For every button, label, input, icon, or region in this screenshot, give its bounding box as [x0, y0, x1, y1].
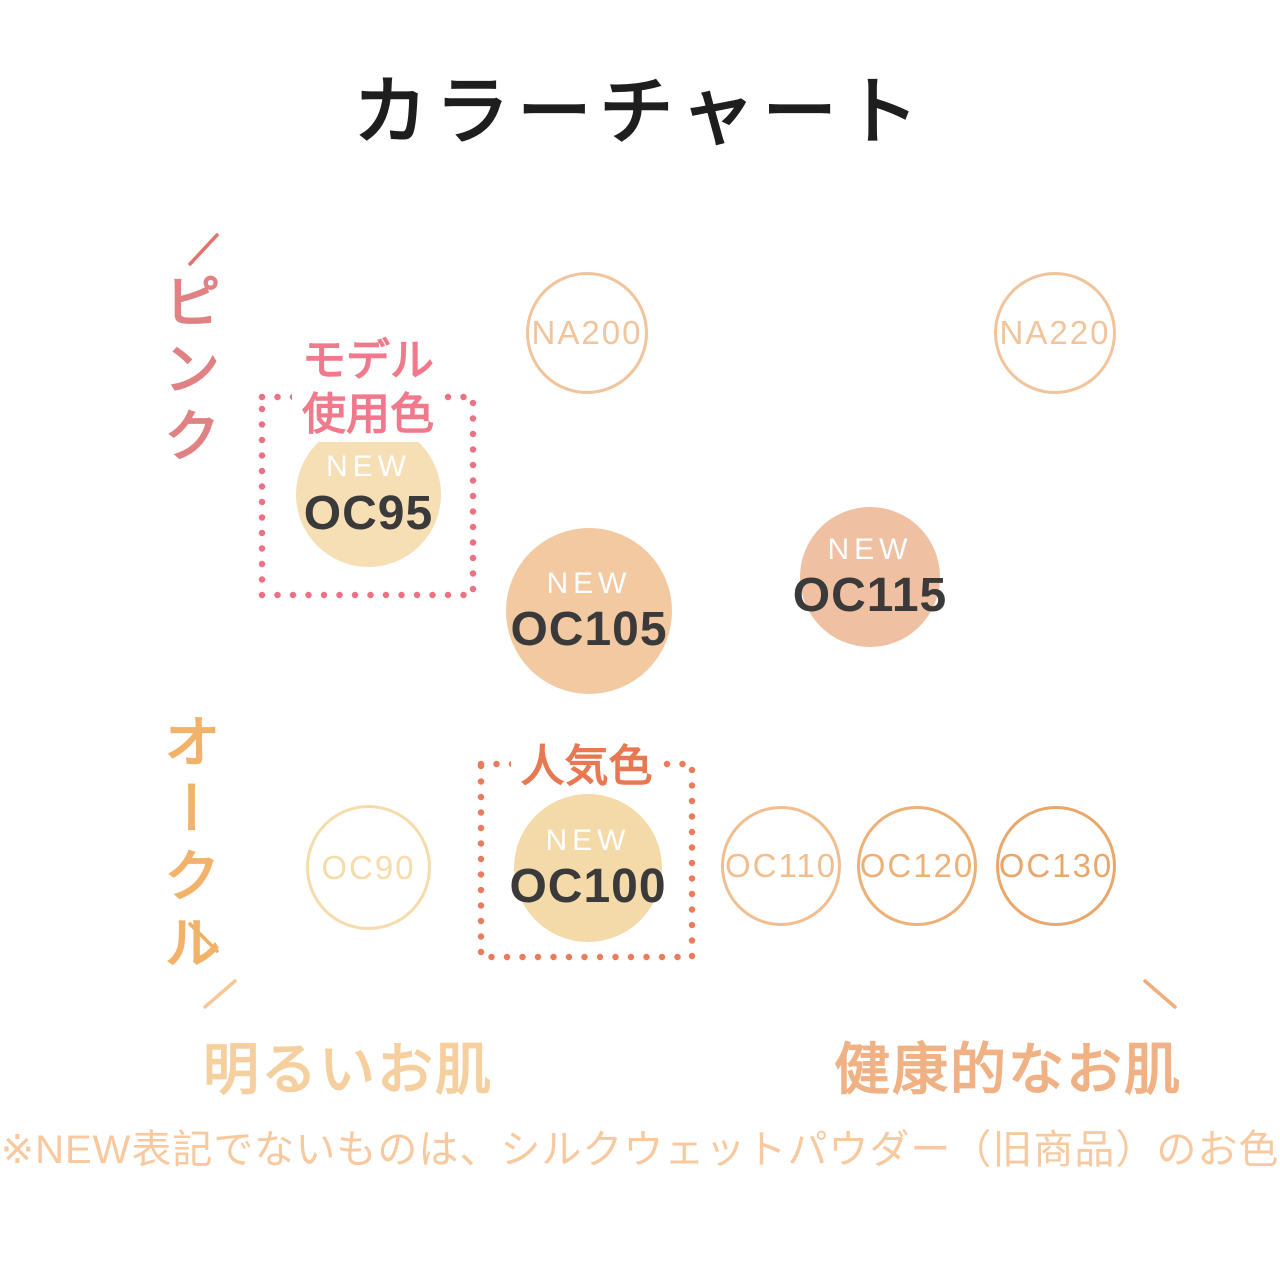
shade-code: OC90	[321, 848, 416, 886]
shade-oc100: NEW OC100	[509, 794, 666, 942]
shade-oc95: NEW OC95	[296, 422, 441, 567]
shade-code: NA200	[531, 314, 643, 351]
shade-oc110: OC110	[721, 806, 841, 926]
shade-code: OC95	[303, 486, 434, 540]
shade-na200: NA200	[526, 272, 648, 394]
shade-na220: NA220	[994, 272, 1116, 394]
new-badge: NEW	[827, 532, 913, 566]
shade-oc115: NEW OC115	[793, 507, 946, 647]
footnote: ※NEW表記でないものは、シルクウェットパウダー（旧商品）のお色	[0, 1128, 1280, 1172]
x-axis-right-arrow	[1143, 979, 1177, 1009]
shade-code: OC130	[998, 847, 1114, 884]
y-axis-bottom-label: オークル	[155, 712, 219, 980]
x-axis-left-label: 明るいお肌	[203, 1038, 493, 1101]
model-callout-line2: 使用色	[292, 388, 444, 442]
shade-oc90: OC90	[306, 805, 431, 930]
popular-callout-label: 人気色	[510, 740, 663, 794]
x-axis-right-label: 健康的なお肌	[834, 1038, 1182, 1101]
y-axis-bottom-arrow	[188, 922, 219, 953]
page-title: カラーチャート	[353, 70, 927, 153]
y-axis-top-arrow	[188, 233, 219, 266]
shade-code: OC120	[859, 847, 975, 884]
shade-oc120: OC120	[857, 806, 977, 926]
model-callout-line1: モデル	[292, 334, 444, 388]
y-axis-top-label: ピンク	[155, 272, 219, 473]
new-badge: NEW	[546, 566, 632, 600]
x-axis-left-arrow	[203, 979, 237, 1009]
new-badge: NEW	[326, 450, 411, 484]
shade-oc105: NEW OC105	[506, 528, 672, 694]
shade-oc130: OC130	[996, 806, 1116, 926]
shade-code: OC105	[510, 603, 668, 657]
shade-code: OC110	[724, 847, 838, 884]
popular-color-callout: 人気色	[481, 740, 692, 794]
shade-code: OC100	[509, 860, 667, 914]
shade-code: OC115	[792, 569, 948, 623]
new-badge: NEW	[545, 823, 631, 857]
shade-code: NA220	[999, 314, 1111, 351]
model-color-callout: モデル 使用色	[262, 334, 474, 442]
